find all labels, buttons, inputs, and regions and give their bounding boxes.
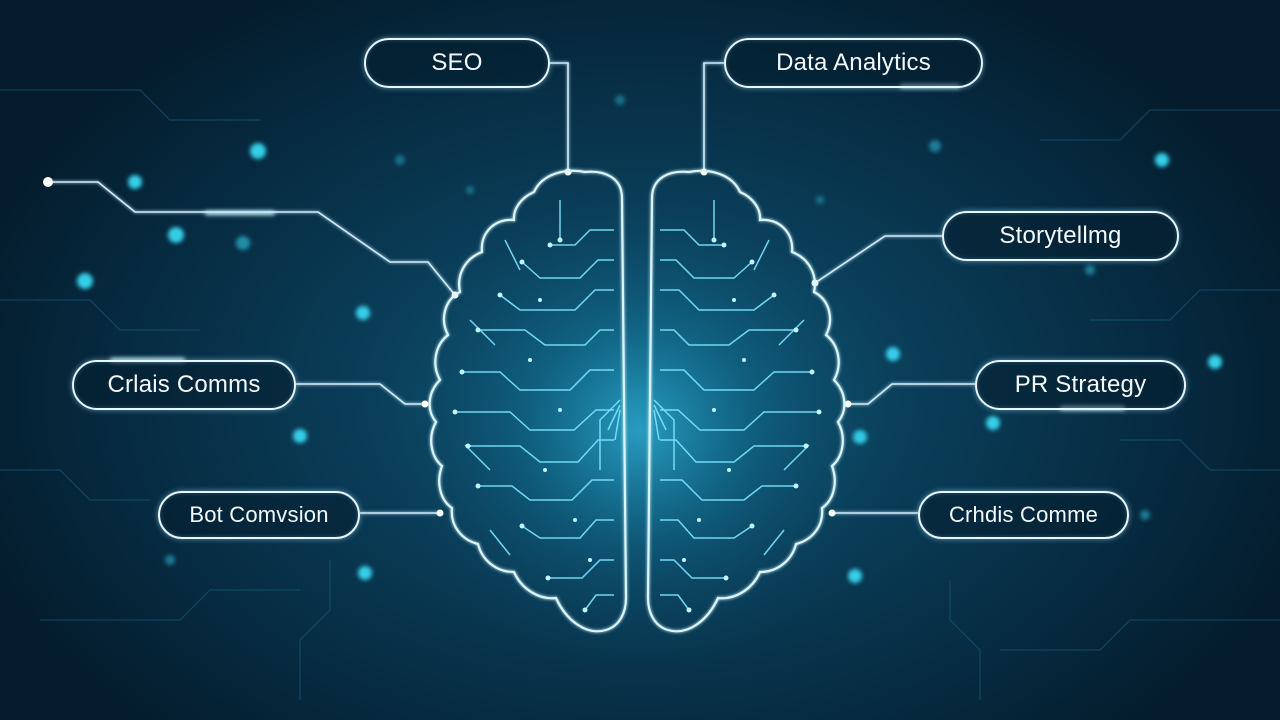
- connector-seo: [550, 62, 569, 172]
- label-data-analytics-text: Data Analytics: [776, 49, 931, 76]
- label-storytelling: Storytellmg: [942, 211, 1179, 261]
- label-seo-text: SEO: [431, 49, 483, 76]
- connector-crisis-left: [296, 383, 425, 405]
- brain-trace-nodes: [452, 237, 822, 613]
- label-storytelling-text: Storytellmg: [999, 222, 1122, 249]
- brain-glow: [380, 145, 900, 665]
- label-crisis-comms-left-text: Crlais Comms: [107, 371, 261, 398]
- brain-inner-traces-right: [653, 200, 819, 611]
- background-particles: [77, 95, 1222, 583]
- label-bot-conversion-text: Bot Comvsion: [189, 502, 329, 527]
- label-pr-strategy: PR Strategy: [975, 360, 1186, 410]
- label-crisis-comms-left: Crlais Comms: [72, 360, 296, 410]
- label-crisis-comms-right-text: Crhdis Comme: [948, 502, 1099, 527]
- connector-input-line: [48, 181, 456, 296]
- brain-circuit-icon: [428, 169, 846, 633]
- connector-lines: [48, 62, 975, 514]
- brain-inner-traces: [455, 200, 621, 611]
- background-circuit-traces: [0, 89, 1280, 700]
- connector-data-analytics: [703, 62, 724, 172]
- label-seo: SEO: [364, 38, 550, 88]
- label-bot-conversion: Bot Comvsion: [158, 491, 360, 539]
- label-crisis-comms-right: Crhdis Comme: [918, 491, 1129, 539]
- brain-right-hemisphere: [646, 169, 846, 633]
- brain-left-hemisphere: [428, 169, 628, 633]
- connector-storytelling: [814, 235, 942, 284]
- label-pr-strategy-text: PR Strategy: [1014, 371, 1147, 398]
- label-data-analytics: Data Analytics: [724, 38, 983, 88]
- connector-pr-strategy: [848, 383, 975, 405]
